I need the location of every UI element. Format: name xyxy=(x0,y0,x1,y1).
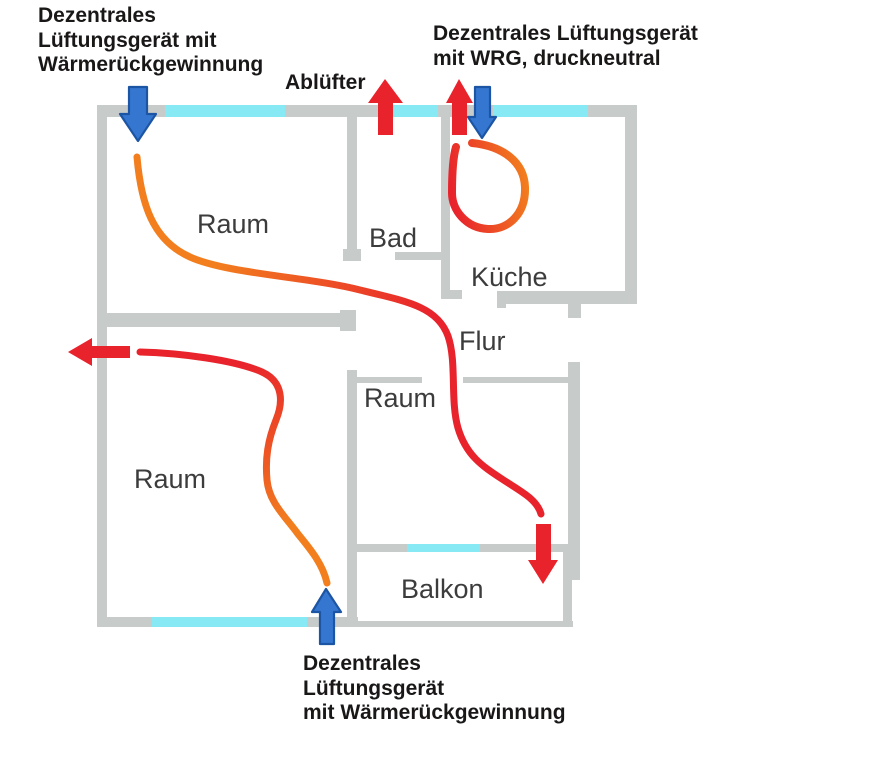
walls xyxy=(97,105,637,627)
room-label-raum-middle: Raum xyxy=(364,383,437,413)
windows xyxy=(152,105,588,627)
supply-air-arrow-icon-kitchen xyxy=(466,85,498,140)
exhaust-air-arrow-icon-kitchen xyxy=(446,79,473,135)
room-label-raum-top-left: Raum xyxy=(197,209,270,239)
airflow-paths xyxy=(133,139,545,587)
window-segment xyxy=(407,544,480,552)
supply-air-arrow-icon-top-left xyxy=(118,85,158,143)
supply-air-arrow-icon-bottom xyxy=(310,587,343,646)
wall-middle-room-top-b xyxy=(463,377,568,383)
exhaust-air-arrow-icon-balcony xyxy=(528,524,558,584)
wall-middle-room-top-a xyxy=(357,377,422,383)
wall-raum-bad-divider-cap xyxy=(343,249,361,261)
wall-balcony-right xyxy=(563,552,572,627)
annotation-top-left-unit: Dezentrales Lüftungsgerät mit Wärmerückg… xyxy=(38,4,264,76)
wall-kitchen-left xyxy=(441,117,450,298)
annotation-bottom-unit: Dezentrales Lüftungsgerät mit Wärmerückg… xyxy=(303,652,566,724)
annotation-top-right-unit: Dezentrales Lüftungsgerät mit WRG, druck… xyxy=(433,22,698,70)
annotation-ablufter: Ablüfter xyxy=(285,71,366,94)
wall-middle-room-left xyxy=(347,370,357,627)
room-label-flur: Flur xyxy=(459,326,506,356)
wall-kitchen-left-foot xyxy=(441,290,462,299)
wall-kitchen-bottom-cap xyxy=(497,291,506,308)
wall-kitchen-right xyxy=(625,105,637,304)
wall-kitchen-bottom xyxy=(499,291,637,304)
wall-balcony-bottom xyxy=(352,621,573,627)
wall-middle-room-right xyxy=(568,362,580,580)
airflow-path-main xyxy=(133,153,545,518)
window-segment xyxy=(165,105,285,117)
wall-kitchen-step xyxy=(568,304,581,318)
window-segment xyxy=(493,105,588,117)
window-segment xyxy=(388,105,438,117)
exhaust-air-arrow-icon-left xyxy=(68,338,130,366)
wall-left xyxy=(97,105,107,627)
airflow-path-bottom xyxy=(136,348,331,587)
wall-bad-bottom xyxy=(395,252,442,260)
airflow-path-kitchen-loop xyxy=(447,139,530,233)
room-label-bad: Bad xyxy=(369,223,418,253)
window-segment xyxy=(152,617,307,627)
room-label-kueche: Küche xyxy=(471,262,548,292)
room-label-raum-bottom-left: Raum xyxy=(134,464,207,494)
exhaust-air-arrow-icon-ablufter xyxy=(368,79,403,135)
arrows xyxy=(68,79,558,646)
wall-inner-left xyxy=(107,313,340,327)
wall-inner-left-cap xyxy=(340,310,356,331)
wall-raum-bad-divider xyxy=(347,117,357,253)
room-label-balkon: Balkon xyxy=(401,574,484,604)
